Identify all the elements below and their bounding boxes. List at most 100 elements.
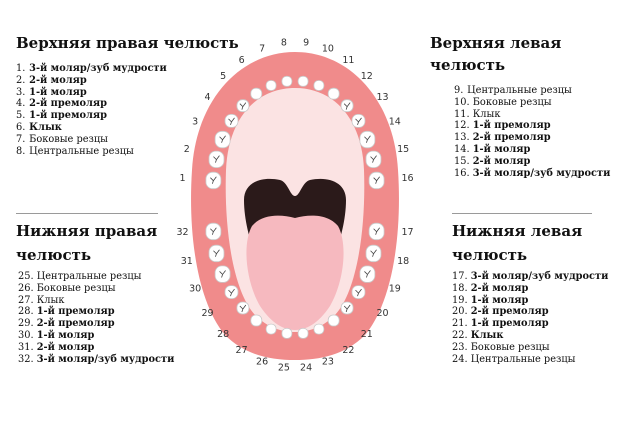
legend-item: 5. 1-й премоляр	[16, 110, 239, 122]
legend-item: 29. 2-й премоляр	[18, 318, 174, 330]
legend-item: 18. 2-й моляр	[452, 283, 608, 295]
legend-item: 27. Клык	[18, 295, 174, 307]
teeth-group	[205, 75, 385, 339]
legend-item-text: Центральные резцы	[470, 353, 576, 365]
legend-item: 7. Боковые резцы	[16, 134, 239, 146]
legend-item-text: Боковые резцы	[470, 341, 550, 353]
lower-left-title-line2: челюсть	[452, 246, 528, 264]
legend-item-text: 1-й моляр	[470, 294, 529, 306]
tooth-31	[208, 244, 225, 263]
legend-item-number: 1.	[16, 63, 26, 74]
legend-item-text: Боковые резцы	[29, 133, 108, 145]
legend-item-number: 32.	[18, 353, 34, 365]
tooth-number-10: 10	[322, 44, 334, 55]
legend-item-text: 2-й моляр	[36, 341, 95, 353]
legend-item: 31. 2-й моляр	[18, 342, 174, 354]
tooth-number-2: 2	[184, 144, 190, 155]
legend-item: 9. Центральные резцы	[454, 85, 618, 97]
legend-item: 17. 3-й моляр/зуб мудрости	[452, 271, 608, 283]
tooth-number-18: 18	[397, 256, 409, 267]
tooth-17	[368, 222, 385, 241]
tooth-30	[214, 265, 231, 283]
legend-item-text: Клык	[29, 121, 62, 133]
legend-item-number: 7.	[16, 133, 26, 145]
legend-item-text: 3-й моляр/зуб мудрости	[472, 167, 611, 179]
legend-item-text: 1-й моляр	[29, 86, 87, 98]
tooth-16	[368, 171, 385, 190]
tooth-15	[365, 150, 382, 169]
tooth-28	[236, 301, 250, 315]
lower-right-title-line1: Нижняя правая	[16, 222, 158, 240]
legend-item: 28. 1-й премоляр	[18, 306, 174, 318]
legend-item-text: Центральные резцы	[36, 271, 142, 282]
tooth-32	[205, 222, 222, 241]
upper-right-title: Верхняя правая челюсть	[16, 34, 239, 52]
legend-item: 2. 2-й моляр	[16, 75, 239, 87]
tooth-number-12: 12	[361, 71, 373, 82]
tooth-number-32: 32	[176, 227, 188, 238]
legend-item-number: 16.	[454, 167, 470, 179]
tooth-4	[224, 114, 239, 128]
legend-item-text: 1-й моляр	[36, 329, 95, 341]
legend-item-number: 27.	[18, 294, 34, 306]
legend-item-text: 1-й премоляр	[470, 318, 549, 330]
lower-right-title-line2: челюсть	[16, 246, 92, 264]
legend-item-text: 3-й моляр/зуб мудрости	[36, 353, 175, 365]
legend-item-number: 4.	[16, 98, 26, 110]
legend-item-number: 26.	[18, 282, 34, 294]
legend-item-number: 28.	[18, 306, 34, 318]
tongue-shape	[246, 215, 344, 330]
legend-item: 26. Боковые резцы	[18, 283, 174, 295]
tooth-number-19: 19	[389, 283, 401, 294]
legend-item: 21. 1-й премоляр	[452, 318, 608, 330]
tooth-number-16: 16	[401, 173, 413, 184]
legend-item: 23. Боковые резцы	[452, 342, 608, 354]
legend-item-text: 2-й моляр	[29, 74, 87, 86]
legend-item-text: 3-й моляр/зуб мудрости	[470, 271, 609, 282]
tooth-23	[313, 323, 325, 335]
tooth-number-14: 14	[389, 117, 401, 128]
tooth-number-11: 11	[342, 55, 354, 66]
legend-item-text: 1-й моляр	[472, 143, 531, 155]
legend-item: 22. Клык	[452, 330, 608, 342]
tooth-2	[208, 150, 225, 169]
legend-item: 15. 2-й моляр	[454, 156, 618, 168]
tooth-27	[250, 314, 263, 327]
legend-item-number: 9.	[454, 85, 464, 96]
tooth-number-9: 9	[303, 38, 309, 49]
tooth-19	[359, 265, 376, 283]
tooth-number-26: 26	[256, 357, 268, 368]
tooth-11	[327, 87, 340, 100]
tooth-number-5: 5	[220, 71, 226, 82]
legend-item-number: 13.	[454, 132, 470, 144]
upper-left-title: Верхняя левая челюсть	[430, 34, 562, 74]
legend-item-number: 29.	[18, 318, 34, 330]
legend-item-text: Центральные резцы	[467, 85, 572, 96]
tooth-number-8: 8	[281, 38, 287, 49]
legend-item: 11. Клык	[454, 109, 618, 121]
legend-item-number: 6.	[16, 121, 26, 133]
tooth-number-20: 20	[376, 308, 388, 319]
tooth-number-13: 13	[376, 92, 388, 103]
tooth-number-4: 4	[204, 92, 210, 103]
tooth-number-1: 1	[179, 173, 185, 184]
legend-item: 20. 2-й премоляр	[452, 306, 608, 318]
legend-item-number: 2.	[16, 74, 26, 86]
left-divider	[16, 213, 158, 214]
tooth-number-21: 21	[361, 329, 373, 340]
tooth-number-28: 28	[217, 329, 229, 340]
right-divider	[452, 213, 592, 214]
legend-item-number: 24.	[452, 353, 468, 365]
legend-item-number: 20.	[452, 306, 468, 318]
legend-item: 3. 1-й моляр	[16, 87, 239, 99]
tooth-number-29: 29	[201, 308, 213, 319]
lower-left-title-line1: Нижняя левая	[452, 222, 583, 240]
legend-item-text: Клык	[472, 108, 501, 120]
tooth-number-17: 17	[401, 227, 413, 238]
legend-item: 32. 3-й моляр/зуб мудрости	[18, 354, 174, 366]
tooth-6	[250, 87, 263, 100]
legend-item-number: 31.	[18, 341, 34, 353]
